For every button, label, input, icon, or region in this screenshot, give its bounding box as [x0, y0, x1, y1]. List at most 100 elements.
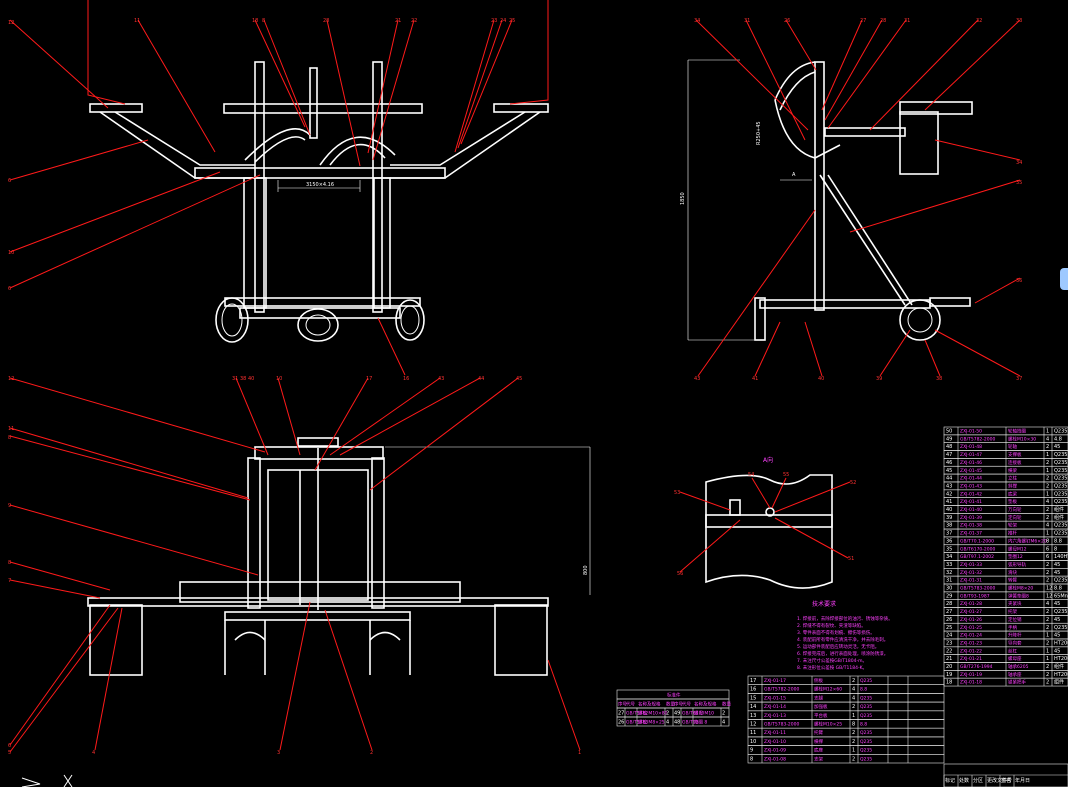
tv-top-cap	[297, 437, 339, 447]
front-wheel-center-hub	[305, 314, 331, 336]
side-panel-tab[interactable]	[1060, 268, 1068, 290]
table-cell: 螺栓 M8×25	[638, 719, 665, 726]
parts-cell: GB/T276-1994	[960, 664, 993, 670]
parts-cell: ZXJ-01-10	[764, 739, 786, 745]
parts-cell: 12	[750, 722, 756, 728]
parts-cell: ZXJ-01-22	[960, 648, 982, 654]
table-cell: 垫圈 8	[694, 719, 707, 726]
parts-cell: 1	[852, 748, 855, 754]
leader-line	[369, 377, 519, 491]
side-wheel	[899, 299, 941, 341]
leader-line	[679, 491, 731, 511]
front-wheel-right-hub	[400, 305, 420, 335]
front-arc-left	[244, 128, 311, 161]
parts-cell: 导向套	[1008, 639, 1022, 646]
leader-line	[367, 19, 399, 154]
parts-cell: 横梁	[1008, 467, 1017, 474]
parts-cell: ZXJ-01-37	[960, 531, 982, 537]
front-wheel-left	[215, 297, 249, 343]
parts-cell: ZXJ-01-19	[960, 672, 982, 678]
leader-line	[377, 317, 406, 376]
parts-cell: GB/T97.1-2002	[960, 554, 994, 560]
parts-cell: ZXJ-01-23	[960, 640, 982, 646]
leader-line	[457, 19, 503, 149]
parts-cell: ZXJ-01-11	[764, 730, 786, 736]
parts-cell: 托臂	[814, 729, 823, 736]
balloon-label: 6	[8, 743, 11, 749]
table-header-cell: 名称及规格	[638, 701, 661, 708]
table-header-cell: 名称及规格	[694, 701, 717, 708]
balloon-label: 22	[411, 18, 417, 24]
leader-line	[774, 481, 851, 513]
parts-cell: ZXJ-01-44	[960, 476, 982, 482]
parts-cell: 推杆	[1008, 530, 1017, 537]
side-diagonal-brace-2	[827, 174, 913, 306]
parts-cell: ZXJ-01-33	[960, 562, 982, 568]
parts-cell: Q235	[1054, 429, 1067, 435]
parts-cell: ZXJ-01-39	[960, 515, 982, 521]
leader-line	[87, 0, 126, 105]
parts-cell: 轴承6205	[1008, 663, 1029, 670]
tech-req-line: 2. 焊缝不得有裂纹、夹渣等缺陷。	[797, 622, 866, 629]
tech-req-title: 技术要求	[812, 600, 836, 608]
parts-cell: 托架	[1008, 608, 1017, 615]
leader-line	[329, 377, 441, 456]
leader-line	[751, 477, 771, 509]
parts-cell: ZXJ-01-46	[960, 460, 982, 466]
parts-cell: Q235	[1054, 499, 1067, 505]
parts-cell: Q235	[1054, 531, 1067, 537]
parts-cell: 手柄	[1008, 624, 1017, 631]
parts-cell: 33	[946, 562, 952, 568]
parts-cell: Q235	[1054, 476, 1067, 482]
parts-cell: 2	[1046, 507, 1049, 513]
leader-line	[824, 19, 883, 121]
parts-cell: GB/T6170-2000	[960, 546, 996, 552]
balloon-label: 53	[674, 490, 680, 496]
table-cell: GB/T6170	[682, 711, 704, 717]
parts-cell: 组件	[1054, 514, 1064, 521]
parts-cell: 弧形导轨	[1008, 561, 1026, 568]
parts-cell: 18	[946, 680, 952, 686]
parts-cell: ZXJ-01-24	[960, 633, 982, 639]
parts-cell: ZXJ-01-13	[764, 713, 786, 719]
parts-cell: ZXJ-01-32	[960, 570, 982, 576]
tv-platform	[87, 597, 549, 607]
parts-cell: GB/T93-1987	[960, 593, 990, 599]
parts-cell: 45	[1054, 570, 1060, 576]
balloon-label: 55	[783, 472, 789, 478]
tv-dim-text: 800	[583, 565, 589, 575]
parts-cell: 12	[1046, 586, 1052, 592]
side-diagonal-brace	[819, 174, 906, 306]
front-view-leaders: 12 11 18 8 28 21 22 23 24 25 6 10 6 16	[8, 0, 549, 382]
parts-cell: 定位销	[1008, 616, 1022, 623]
parts-cell: 8.8	[1054, 586, 1062, 592]
balloon-label: 2	[370, 750, 373, 756]
parts-cell: Q235	[860, 756, 872, 762]
balloon-label: 25	[509, 18, 515, 24]
parts-cell: 2	[1046, 483, 1049, 489]
parts-cell: GB/T70.1-2000	[960, 538, 994, 544]
table-header-cell: 数量	[666, 701, 675, 708]
front-post-right	[372, 61, 383, 313]
leader-line	[235, 377, 269, 456]
parts-cell: ZXJ-01-31	[960, 578, 982, 584]
balloon-label: 7	[8, 578, 11, 584]
leader-line	[679, 519, 741, 573]
title-block-cell: 分区	[973, 777, 983, 784]
parts-cell: 2	[1046, 562, 1049, 568]
parts-cell: GB/T5782-2000	[764, 687, 800, 693]
balloon-label: 41	[752, 376, 758, 382]
ucs-axis-x-label	[63, 774, 73, 787]
balloon-label: 16	[403, 376, 409, 382]
parts-cell: 2	[1046, 476, 1049, 482]
balloon-label: 31	[904, 18, 910, 24]
title-block-cell: 年月日	[1015, 777, 1030, 784]
parts-cell: ZXJ-01-08	[764, 756, 786, 762]
side-arc-lower	[774, 99, 841, 159]
tv-lower-beam	[224, 611, 411, 621]
parts-cell: GB/T5783-2000	[960, 586, 996, 592]
table-cell: 螺母 M10	[694, 710, 714, 717]
side-arc-inner	[779, 71, 816, 111]
parts-cell: ZXJ-01-25	[960, 625, 982, 631]
parts-cell: 8	[750, 756, 753, 762]
